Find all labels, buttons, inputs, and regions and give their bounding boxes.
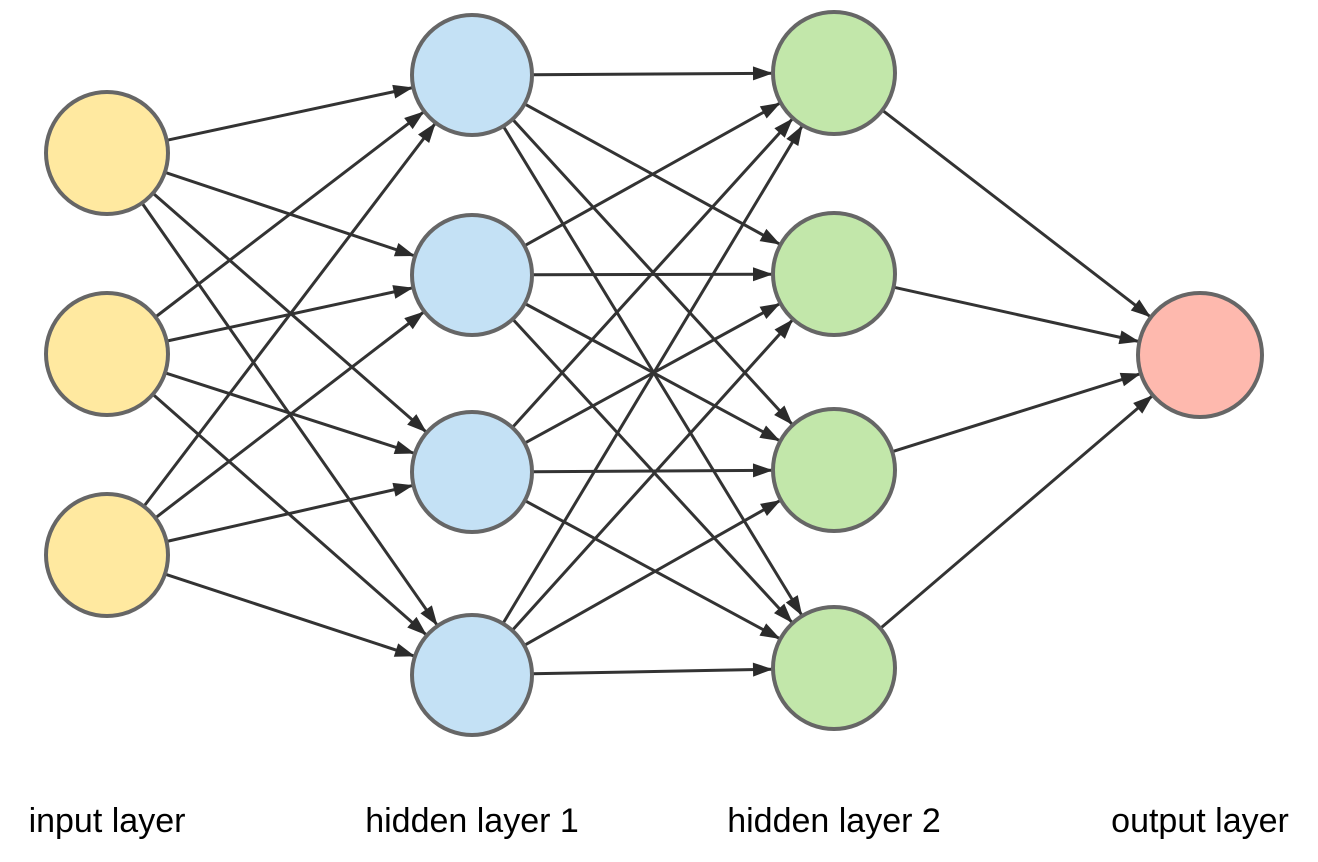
edge-input-1-to-hidden1-1 <box>166 84 414 142</box>
edge-hidden1-3-to-hidden2-3 <box>531 463 774 478</box>
output-node-1 <box>1136 291 1264 419</box>
edge-hidden1-4-to-hidden2-4 <box>531 662 774 677</box>
input-node-3 <box>44 492 170 618</box>
edges <box>140 66 1154 677</box>
layer-label-hidden-2: hidden layer 2 <box>727 802 941 840</box>
edge-hidden1-3-to-hidden2-1 <box>511 117 795 429</box>
edge-hidden2-1-to-output-1 <box>881 109 1152 319</box>
edge-hidden1-3-to-hidden2-4 <box>524 499 782 641</box>
edge-input-3-to-hidden1-1 <box>142 121 437 508</box>
hidden2-node-1 <box>771 10 897 136</box>
input-node-1 <box>44 90 170 216</box>
layer-label-output: output layer <box>1111 802 1289 840</box>
hidden1-node-3 <box>410 410 534 534</box>
edge-hidden1-4-to-hidden2-3 <box>523 498 782 647</box>
edge-hidden1-1-to-hidden2-1 <box>531 66 774 81</box>
edge-hidden1-2-to-hidden2-1 <box>523 101 782 248</box>
edge-hidden2-2-to-output-1 <box>893 285 1140 345</box>
input-node-2 <box>44 291 170 417</box>
layer-label-input: input layer <box>28 802 186 840</box>
edge-hidden1-4-to-hidden2-2 <box>511 318 795 632</box>
hidden1-node-2 <box>410 213 534 337</box>
hidden2-node-4 <box>771 605 897 731</box>
edge-input-3-to-hidden1-3 <box>166 482 414 543</box>
edge-input-3-to-hidden1-4 <box>164 572 416 658</box>
hidden2-node-2 <box>771 211 897 337</box>
nodes <box>44 10 1264 737</box>
layer-label-hidden-1: hidden layer 1 <box>365 802 579 840</box>
edge-hidden2-3-to-output-1 <box>891 372 1142 454</box>
edge-hidden2-4-to-output-1 <box>879 394 1154 630</box>
hidden2-node-3 <box>771 407 897 533</box>
edge-input-3-to-hidden1-2 <box>154 310 426 520</box>
edge-input-2-to-hidden1-1 <box>154 110 426 319</box>
edge-hidden1-4-to-hidden2-1 <box>501 124 804 625</box>
hidden1-node-1 <box>410 13 534 137</box>
hidden1-node-4 <box>410 613 534 737</box>
